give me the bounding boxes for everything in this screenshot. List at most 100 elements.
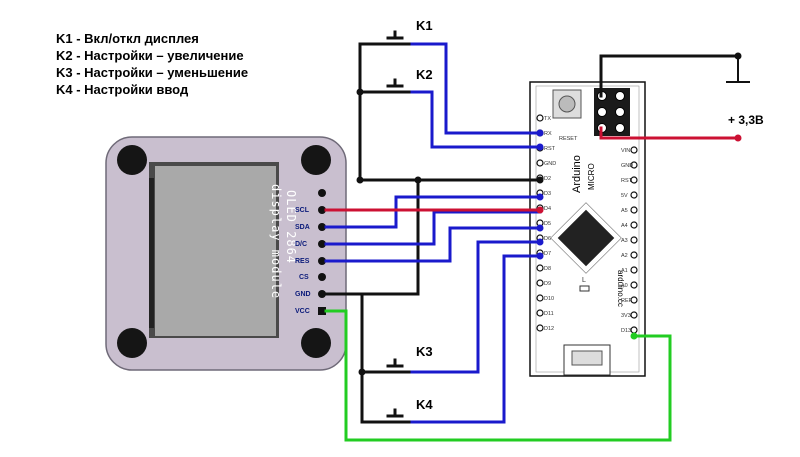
key-k3 (376, 358, 414, 374)
oled-pin-label-gnd: GND (295, 291, 311, 298)
key-k4 (376, 408, 414, 424)
oled-flex-connector (149, 178, 154, 328)
header-pin-label-left: D2 (544, 176, 551, 182)
wire-sda (324, 195, 542, 229)
icsp-pin (597, 107, 607, 117)
oled-mount-hole (301, 328, 331, 358)
header-pin-label-right: RST (621, 178, 633, 184)
header-pin-right (630, 326, 638, 334)
legend: K1 - Вкл/откл дисплея K2 - Настройки – у… (56, 30, 248, 98)
header-pin-left (536, 279, 544, 287)
key-k2 (376, 78, 414, 94)
legend-item-k3: K3 - Настройки – уменьшение (56, 65, 249, 80)
pin-dot (536, 206, 544, 214)
header-pin-label-left: RX (544, 131, 552, 137)
header-pin-label-left: D10 (544, 296, 554, 302)
key-label-k1: K1 (416, 18, 433, 33)
pin-dot (536, 252, 544, 260)
oled-mount-hole (301, 145, 331, 175)
header-pin-label-left: GND (544, 161, 556, 167)
usb-inner (571, 350, 603, 366)
legend-item-k1: K1 - Вкл/откл дисплея (56, 31, 199, 46)
header-pin-left (536, 324, 544, 332)
wire-res (324, 226, 542, 263)
header-pin-label-left: D12 (544, 326, 554, 332)
pin-dot (536, 129, 544, 137)
oled-pin-scl (318, 206, 326, 214)
reset-button-cap (558, 95, 576, 113)
wire-k3-d6 (410, 240, 542, 374)
header-pin-label-right: A2 (621, 253, 628, 259)
header-pin-label-right: 5V (621, 193, 628, 199)
header-pin-right (630, 266, 638, 274)
header-pin-label-left: D6 (544, 236, 551, 242)
oled-screen (155, 166, 276, 336)
wire-gnd-bus (358, 42, 542, 182)
oled-pin-vcc (318, 307, 326, 315)
header-pin-right (630, 236, 638, 244)
pin-dot (536, 143, 544, 151)
pin-dot (536, 193, 544, 201)
header-pin-label-right: D13 (621, 328, 631, 334)
header-pin-label-right: A3 (621, 238, 628, 244)
header-pin-right (630, 161, 638, 169)
reset-label: RESET (559, 136, 578, 142)
arduino-board: RESET Arduino MICRO arduino.cc L TXRXRST… (529, 81, 646, 377)
oled-mount-hole (117, 328, 147, 358)
wire-gnd-keys-lower (360, 292, 380, 424)
key-k1 (376, 30, 414, 46)
oled-pin-nc (318, 189, 326, 197)
header-pin-left (536, 159, 544, 167)
icsp-pin (615, 107, 625, 117)
oled-pin-gnd (318, 290, 326, 298)
pin-dot (536, 176, 544, 184)
oled-pin-sda (318, 223, 326, 231)
header-pin-right (630, 206, 638, 214)
oled-pin-label-res: RES (295, 258, 310, 265)
junction-dot (356, 176, 364, 184)
header-pin-label-left: D11 (544, 311, 554, 317)
header-pin-label-right: A5 (621, 208, 628, 214)
header-pin-left (536, 309, 544, 317)
header-pin-label-right: A0 (621, 283, 628, 289)
oled-pin-label-sda: SDA (295, 224, 310, 231)
pin-dot (536, 224, 544, 232)
header-pin-label-left: D7 (544, 251, 551, 257)
wire-dc (324, 210, 542, 246)
header-pin-label-left: TX (544, 116, 551, 122)
header-pin-left (536, 264, 544, 272)
header-pin-right (630, 281, 638, 289)
header-pin-right (630, 311, 638, 319)
key-label-k3: K3 (416, 344, 433, 359)
arduino-brand: Arduino (571, 155, 583, 193)
header-pin-left (536, 294, 544, 302)
header-pin-right (630, 146, 638, 154)
header-pin-label-left: D9 (544, 281, 551, 287)
oled-title: OLED 2864 (284, 190, 298, 264)
pin-dot (630, 332, 638, 340)
key-label-k2: K2 (416, 67, 433, 82)
header-pin-label-right: 3V3 (621, 313, 631, 319)
wire-vcc (324, 309, 672, 442)
ground-symbol (726, 56, 750, 83)
led-indicator (579, 285, 590, 292)
junction-dot (358, 368, 366, 376)
header-pin-right (630, 221, 638, 229)
icsp-pin (615, 91, 625, 101)
chip-outline (550, 202, 622, 274)
wire-k1-rx (410, 42, 542, 135)
arduino-site: arduino.cc (616, 270, 625, 307)
wire-3v3-ext (599, 126, 740, 140)
oled-pin-label-scl: SCL (295, 207, 310, 214)
header-pin-right (630, 191, 638, 199)
header-pin-label-left: D4 (544, 206, 551, 212)
junction-dot (356, 88, 364, 96)
supply-label: + 3,3В (728, 113, 764, 127)
header-pin-label-left: RST (544, 146, 556, 152)
led-label: L (582, 277, 586, 284)
oled-pin-label-dc: D/C (295, 241, 307, 248)
wire-k4-d7 (410, 254, 542, 424)
key-label-k4: K4 (416, 397, 433, 412)
